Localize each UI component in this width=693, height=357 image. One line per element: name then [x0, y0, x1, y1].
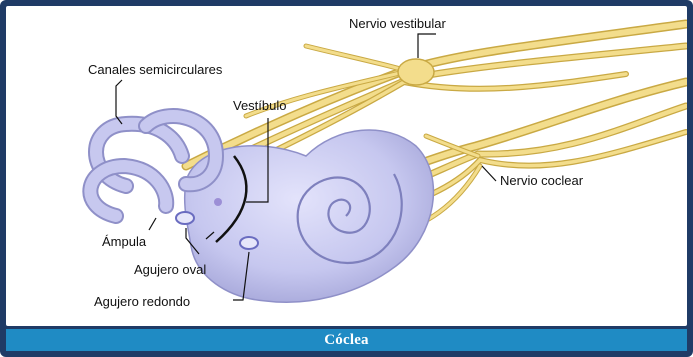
label-agujero-redondo: Agujero redondo: [94, 294, 190, 309]
label-ampula: Ámpula: [102, 234, 147, 249]
figure-caption: Cóclea: [6, 329, 687, 351]
diagram-panel: Canales semicirculares Vestíbulo Nervio …: [6, 6, 687, 326]
label-vestibulo: Vestíbulo: [233, 98, 287, 113]
label-nervio-vestibular: Nervio vestibular: [349, 16, 446, 31]
label-agujero-oval: Agujero oval: [134, 262, 206, 277]
label-canales-semicirculares: Canales semicirculares: [88, 62, 223, 77]
label-nervio-coclear: Nervio coclear: [500, 173, 584, 188]
inner-ear-diagram: Canales semicirculares Vestíbulo Nervio …: [6, 6, 687, 326]
